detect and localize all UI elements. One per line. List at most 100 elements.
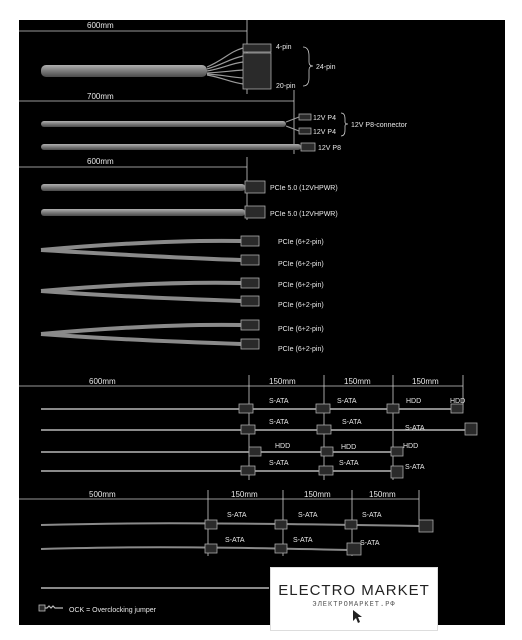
connector-20pin	[242, 52, 272, 90]
watermark-logo: ELECTRO MARKET ЭЛЕКТРОМАРКЕТ.РФ	[270, 567, 438, 631]
connector-6plus2	[240, 235, 260, 247]
label-20pin: 20-pin	[276, 83, 296, 90]
label-sata: S-ATA	[342, 419, 362, 426]
cpu-cable-group: 700mm 12V P4 12V P4 12V P8-connector 12V…	[19, 90, 408, 154]
jumper-icon	[39, 605, 63, 609]
wire-fanout	[206, 47, 244, 85]
connector-sata-end	[390, 465, 404, 479]
dimension-label: 600mm	[87, 21, 114, 30]
dimension-label: 150mm	[412, 377, 439, 386]
label-sata: S-ATA	[269, 419, 289, 426]
pcie5-cable-1	[41, 184, 245, 191]
connector-sata	[204, 543, 218, 554]
wire-split	[285, 116, 300, 132]
jumper-plug-icon	[38, 604, 46, 612]
connector-sata	[344, 519, 358, 530]
dimension-label: 150mm	[269, 377, 296, 386]
connector-sata-end	[346, 542, 362, 556]
pcie5-cable-group: 600mm PCIe 5.0 (12VHPWR) PCIe 5.0 (12VHP…	[19, 157, 338, 220]
connector-p8	[300, 142, 316, 152]
label-hdd: HDD	[406, 398, 421, 405]
label-4pin: 4-pin	[276, 44, 292, 51]
connector-p4a	[298, 113, 312, 121]
sata-cable	[40, 522, 420, 527]
label-hdd: HDD	[275, 443, 290, 450]
legend-ock-label: OCK = Overclocking jumper	[69, 607, 157, 614]
watermark-title: ELECTRO MARKET	[278, 582, 430, 599]
dimension-label: 500mm	[89, 490, 116, 499]
label-hdd: HDD	[403, 443, 418, 450]
label-pcie-2: PCIe (6+2-pin)	[278, 261, 324, 268]
label-sata: S-ATA	[362, 512, 382, 519]
connector-sata	[204, 519, 218, 530]
connector-6plus2	[240, 295, 260, 307]
label-sata: S-ATA	[293, 537, 313, 544]
label-sata: S-ATA	[405, 464, 425, 471]
watermark-subtitle: ЭЛЕКТРОМАРКЕТ.РФ	[312, 601, 396, 609]
connector-molex	[390, 446, 404, 457]
connector-molex	[386, 403, 400, 414]
label-sata: S-ATA	[227, 512, 247, 519]
cable-diagram: 600mm 4-pin 20-pin 24-pin 700mm 12V P4 1…	[19, 20, 478, 614]
connector-6plus2	[240, 277, 260, 289]
dimension-label: 150mm	[369, 490, 396, 499]
dimension-label: 150mm	[231, 490, 258, 499]
label-p8-connector: 12V P8-connector	[351, 122, 408, 129]
label-sata: S-ATA	[225, 537, 245, 544]
label-pcie-1: PCIe (6+2-pin)	[278, 239, 324, 246]
pcie5-cable-2	[41, 209, 245, 216]
label-hdd: HDD	[450, 398, 465, 405]
pcie-cable	[40, 238, 242, 252]
atx-24pin-cable-group: 600mm 4-pin 20-pin 24-pin	[19, 20, 336, 94]
cpu-cable-2	[41, 144, 301, 150]
pcie-cable	[40, 280, 242, 293]
label-p4a: 12V P4	[313, 115, 336, 122]
label-sata: S-ATA	[339, 460, 359, 467]
label-p8: 12V P8	[318, 145, 341, 152]
pcie-cable	[40, 289, 242, 303]
label-sata: S-ATA	[405, 425, 425, 432]
connector-6plus2	[240, 319, 260, 331]
cpu-cable-1	[41, 121, 286, 127]
connector-molex	[248, 446, 262, 457]
label-sata: S-ATA	[337, 398, 357, 405]
pcie-cable	[40, 332, 242, 346]
ock-legend: OCK = Overclocking jumper	[38, 604, 157, 614]
connector-sata-end	[418, 519, 434, 533]
connector-sata	[316, 424, 332, 435]
label-pcie5-a: PCIe 5.0 (12VHPWR)	[270, 185, 338, 192]
main-cable-sleeve	[41, 65, 207, 77]
label-sata: S-ATA	[269, 460, 289, 467]
dimension-label: 600mm	[87, 157, 114, 166]
label-pcie-5: PCIe (6+2-pin)	[278, 326, 324, 333]
connector-sata	[274, 543, 288, 554]
label-sata: S-ATA	[269, 398, 289, 405]
label-p4b: 12V P4	[313, 129, 336, 136]
connector-sata	[240, 424, 256, 435]
connector-6plus2	[240, 254, 260, 266]
connector-p4b	[298, 127, 312, 135]
label-pcie-4: PCIe (6+2-pin)	[278, 302, 324, 309]
connector-sata	[240, 465, 256, 476]
label-pcie-6: PCIe (6+2-pin)	[278, 346, 324, 353]
connector-molex	[320, 446, 334, 457]
brace	[340, 112, 349, 137]
pcie-cable	[40, 322, 242, 336]
connector-sata-end	[464, 422, 478, 436]
dimension-label: 150mm	[344, 377, 371, 386]
connector-sata	[318, 465, 334, 476]
label-24pin: 24-pin	[316, 64, 336, 71]
connector-molex	[450, 403, 464, 414]
label-hdd: HDD	[341, 444, 356, 451]
pcie-8pin-cable-group: PCIe (6+2-pin) PCIe (6+2-pin) PCIe (6+2-…	[40, 235, 324, 353]
connector-4pin	[242, 43, 272, 53]
sata-cable	[40, 546, 350, 551]
cursor-icon	[353, 610, 362, 623]
connector-6plus2	[240, 338, 260, 350]
brace	[302, 46, 314, 87]
connector-12vhpwr	[244, 205, 266, 219]
label-pcie5-b: PCIe 5.0 (12VHPWR)	[270, 211, 338, 218]
connector-sata	[274, 519, 288, 530]
dimension-label: 600mm	[89, 377, 116, 386]
label-pcie-3: PCIe (6+2-pin)	[278, 282, 324, 289]
